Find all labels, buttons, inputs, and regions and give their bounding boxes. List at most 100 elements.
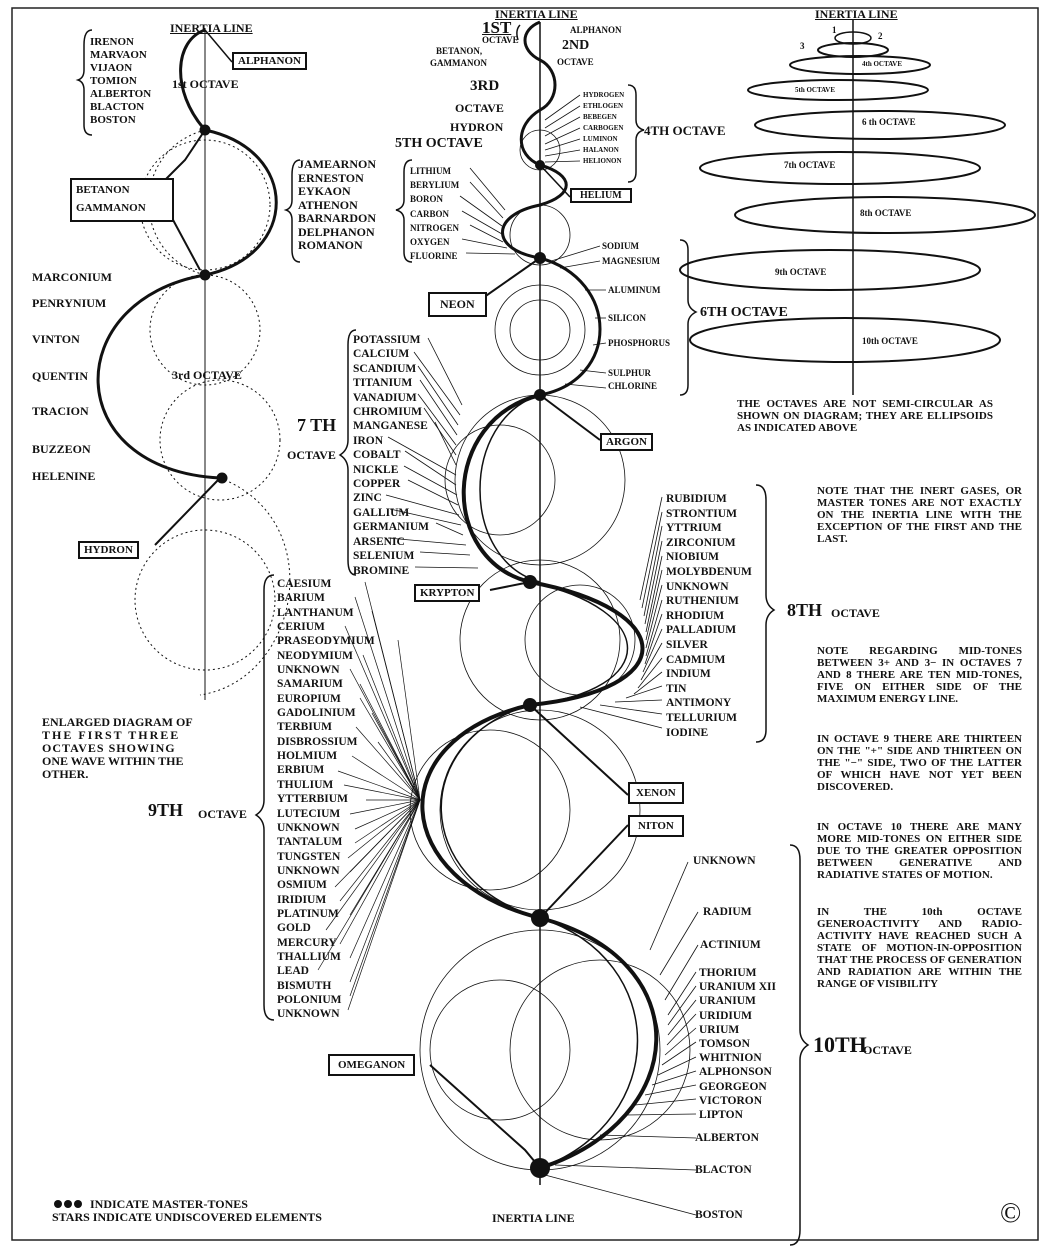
eighth-element: IODINE (666, 726, 709, 739)
small-first-octave-wave (179, 28, 207, 131)
ninth-element: YTTERBIUM (277, 793, 348, 806)
small-inertia-label: INERTIA LINE (170, 21, 253, 35)
pointer-xenon (529, 704, 629, 796)
ninth-element: TUNGSTEN (277, 850, 341, 863)
eighth-element: TIN (666, 682, 687, 695)
small-second-element: DELPHANON (298, 224, 375, 239)
first-octave-word: OCTAVE (482, 35, 519, 45)
hydron-main: HYDRON (450, 120, 504, 134)
sixth-element: PHOSPHORUS (608, 338, 671, 348)
first-octave-num: 1ST (482, 18, 512, 37)
sixth-element: SULPHUR (608, 368, 652, 378)
ellipse-octave-label: 6 th OCTAVE (862, 117, 916, 127)
small-dotted-circle-d (134, 529, 276, 671)
small-brace-first (75, 29, 93, 136)
fifth-element: OXYGEN (410, 237, 450, 248)
seventh-element: GALLIUM (353, 506, 410, 519)
tenth-element: VICTORON (699, 1094, 763, 1107)
krypton-box: KRYPTON (414, 584, 481, 602)
small-first-element: MARVAON (90, 49, 147, 61)
tenth-element: UNKNOWN (693, 855, 756, 867)
small-second-element: BARNARDON (298, 211, 376, 225)
inert-gases-note: NOTE THAT THE INERT GASES, OR MASTER TON… (817, 485, 1022, 545)
tenth-octave-note: IN THE 10th OCTAVE GENEROACTIVITY AND RA… (817, 906, 1022, 990)
ninth-octave-num: 9TH (148, 800, 184, 820)
ninth-element: UNKNOWN (277, 864, 340, 877)
small-second-element: ATHENON (298, 197, 358, 212)
tenth-element: URIDIUM (699, 1009, 753, 1022)
sixth-element: CHLORINE (608, 381, 658, 391)
tenth-element: URANIUM XII (699, 981, 776, 994)
seventh-element: ARSENIC (353, 535, 405, 548)
seventh-element: MANGANESE (353, 420, 428, 433)
eighth-element: CADMIUM (666, 653, 726, 666)
small-betanon-label: BETANON (76, 184, 130, 196)
tenth-octave-num: 10TH (813, 1032, 867, 1057)
seventh-element: COPPER (353, 478, 401, 491)
ellipse-octave-label: 10th OCTAVE (862, 336, 918, 346)
ellipse-5 (754, 110, 1006, 140)
small-dotted-circle-b (149, 274, 261, 386)
small-first-element: BOSTON (90, 114, 136, 126)
tenth-element: LIPTON (699, 1109, 743, 1122)
brace-fifth (395, 159, 413, 263)
small-first-element: TOMION (90, 75, 137, 87)
seventh-element: BROMINE (353, 564, 410, 577)
eighth-element: STRONTIUM (666, 507, 737, 520)
seventh-element: CALCIUM (353, 348, 410, 361)
small-second-element: JAMEARNON (298, 157, 376, 171)
fourth-octave-list: HYDROGEN ETHLOGEN BEBEGEN CARBOGEN LUMIN… (583, 90, 624, 167)
wave-echo-d (539, 917, 639, 1169)
small-pointer-hydron (154, 477, 221, 546)
second-octave-num: 2ND (562, 38, 590, 53)
wave-ninth-octave (420, 703, 541, 920)
ninth-element: CAESIUM (277, 578, 332, 590)
pointer-argon (539, 394, 601, 441)
second-octave-word: OCTAVE (557, 57, 594, 67)
fifth-octave-list: LITHIUM BERYLIUM BORON CARBON NITROGEN O… (410, 164, 459, 263)
pointer-omeganon (429, 1064, 541, 1169)
sixth-element: ALUMINUM (608, 285, 661, 295)
ninth-element: THULIUM (277, 778, 334, 791)
small-dotted-circle-c (159, 379, 281, 501)
ninth-octave-list: CAESIUM BARIUM LANTHANUM CERIUM PRASEODY… (277, 577, 375, 1022)
ellipse-9 (689, 317, 1001, 363)
eighth-octave-word: OCTAVE (831, 606, 880, 620)
eighth-element: ZIRCONIUM (666, 536, 736, 549)
pointer-neon (479, 257, 541, 301)
ninth-element: ERBIUM (277, 764, 325, 777)
seventh-element: VANADIUM (353, 391, 417, 404)
wave-fifth-octave (501, 203, 541, 260)
tenth-element: GEORGEON (699, 1080, 767, 1093)
sixth-element: SILICON (608, 313, 647, 323)
ellipse-mark-3: 3 (800, 41, 805, 51)
ninth-fan-lines (317, 581, 421, 1011)
ninth-element: NEODYMIUM (277, 649, 354, 662)
ninth-element: POLONIUM (277, 993, 342, 1006)
fourth-octave-label: 4TH OCTAVE (644, 123, 726, 138)
main-diagram-drawing (254, 20, 810, 1246)
page-frame (11, 7, 1039, 1241)
caption-line: ONE WAVE WITHIN THE (42, 754, 184, 768)
small-third-element: TRACION (32, 404, 89, 418)
small-third-element: BUZZEON (32, 442, 91, 456)
brace-second-top (516, 24, 521, 41)
small-master-tone-2 (199, 269, 211, 281)
tenth-octave-word: OCTAVE (863, 1043, 912, 1057)
betanon-top: BETANON, (436, 46, 483, 56)
small-first-element: IRENON (90, 36, 135, 48)
eighth-element: MOLYBDENUM (666, 565, 752, 578)
fourth-element: HYDROGEN (583, 91, 625, 99)
third-octave-word: OCTAVE (455, 101, 504, 115)
ninth-element: UNKNOWN (277, 664, 340, 677)
ninth-element: LANTHANUM (277, 606, 354, 619)
fourth-element: HALANON (583, 146, 619, 154)
sixth-element: MAGNESIUM (602, 256, 660, 266)
wave-fourth-octave (539, 163, 568, 207)
ellipse-diagram-drawing (679, 20, 1036, 395)
ninth-element: UNKNOWN (277, 1008, 340, 1021)
eighth-octave-list: RUBIDIUM STRONTIUM YTTRIUM ZIRCONIUM NIO… (666, 492, 752, 740)
tenth-element: ACTINIUM (700, 939, 761, 951)
ninth-element: GADOLINIUM (277, 707, 356, 720)
ninth-element: MERCURY (277, 936, 337, 949)
